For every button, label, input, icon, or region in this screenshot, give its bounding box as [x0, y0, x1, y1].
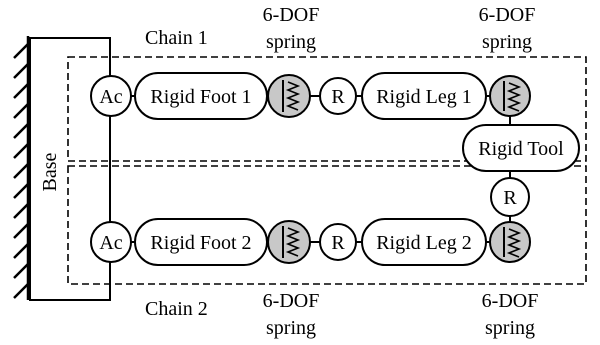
chain-1-box: [67, 56, 587, 162]
spring-label-top-right-line2: spring: [482, 31, 532, 53]
spring-label-top-left-line1: 6-DOF: [263, 4, 320, 26]
revolute-2-label: R: [331, 232, 345, 254]
spring-label-bottom-right-line1: 6-DOF: [482, 290, 539, 312]
rigid-tool-box: [462, 124, 580, 172]
rigid-leg-1-label: Rigid Leg 1: [376, 86, 472, 108]
base-label: Base: [39, 152, 61, 191]
chain-2-box: [67, 165, 587, 285]
revolute-tool: [490, 177, 530, 217]
actuator-2: [90, 221, 132, 263]
spring-label-top-left-line2: spring: [266, 31, 316, 53]
spring-1a-icon: [267, 74, 311, 118]
wall-hatch: [13, 36, 30, 300]
spring-1b-icon: [489, 75, 531, 117]
base-block: [29, 37, 111, 301]
actuator-2-label: Ac: [99, 232, 122, 254]
rigid-tool-label: Rigid Tool: [478, 138, 564, 160]
chain-1-label: Chain 1: [145, 27, 208, 49]
spring-2b-icon: [489, 221, 531, 263]
actuator-1-label: Ac: [99, 86, 122, 108]
spring-label-bottom-left-line2: spring: [266, 317, 316, 339]
spring-label-top-right-line1: 6-DOF: [479, 4, 536, 26]
rigid-leg-2-box: [361, 218, 487, 266]
revolute-tool-label: R: [503, 187, 517, 209]
spring-label-bottom-right-line2: spring: [485, 317, 535, 339]
rigid-leg-1-box: [361, 72, 487, 120]
revolute-1: [319, 77, 357, 115]
actuator-1: [90, 75, 132, 117]
spring-label-bottom-left-line1: 6-DOF: [263, 290, 320, 312]
rigid-foot-2-label: Rigid Foot 2: [150, 232, 251, 254]
chain-2-label: Chain 2: [145, 298, 208, 320]
revolute-2: [319, 223, 357, 261]
rigid-foot-1-label: Rigid Foot 1: [150, 86, 251, 108]
rigid-leg-2-label: Rigid Leg 2: [376, 232, 472, 254]
revolute-1-label: R: [331, 86, 345, 108]
spring-2a-icon: [267, 220, 311, 264]
